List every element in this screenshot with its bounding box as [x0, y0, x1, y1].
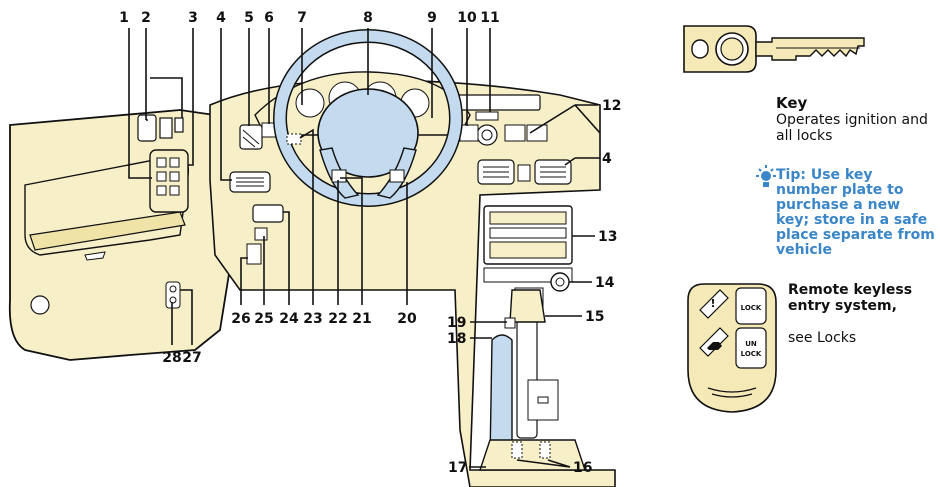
- callout-24: 24: [279, 311, 299, 327]
- lightbulb-icon: [756, 165, 776, 187]
- callout-12: 12: [602, 98, 621, 114]
- callout-4: 4: [216, 10, 226, 26]
- door-panel: [8, 109, 236, 361]
- callout-2: 2: [141, 10, 151, 26]
- callout-4b: 4: [602, 151, 612, 167]
- callout-22: 22: [328, 311, 347, 327]
- remote-heading: Remote keyless entry system,: [788, 282, 913, 314]
- callout-20: 20: [397, 311, 417, 327]
- callout-8: 8: [363, 10, 373, 26]
- callout-9: 9: [427, 10, 437, 26]
- unlock-label-bottom: LOCK: [741, 350, 762, 358]
- callout-18: 18: [447, 331, 466, 347]
- callout-25: 25: [254, 311, 273, 327]
- leader-lines: [128, 28, 601, 468]
- lock-label: LOCK: [741, 304, 762, 312]
- remote-keyfob-icon: ! LOCK UN LOCK: [687, 283, 777, 413]
- callout-15: 15: [585, 309, 604, 325]
- callout-1: 1: [119, 10, 129, 26]
- remote-description: see Locks: [788, 330, 857, 346]
- unlock-label-top: UN: [745, 340, 757, 348]
- callout-3: 3: [188, 10, 198, 26]
- callout-16: 16: [573, 460, 592, 476]
- callout-5: 5: [244, 10, 254, 26]
- callout-26: 26: [231, 311, 250, 327]
- callout-23: 23: [303, 311, 322, 327]
- callout-27: 27: [182, 350, 201, 366]
- callout-17: 17: [448, 460, 467, 476]
- callout-14: 14: [595, 275, 615, 291]
- callout-19: 19: [447, 315, 466, 331]
- callout-11: 11: [480, 10, 499, 26]
- callout-28: 28: [162, 350, 181, 366]
- callout-7: 7: [297, 10, 307, 26]
- tip-text: Tip: Use key number plate to purchase a …: [776, 167, 935, 258]
- callout-10: 10: [457, 10, 477, 26]
- callout-6: 6: [264, 10, 274, 26]
- callout-21: 21: [352, 311, 371, 327]
- panic-label: !: [710, 297, 715, 310]
- callout-numbers: 1 2 3 4 5 6 7 8 9 10 11 12 4 13 14 15 16…: [119, 10, 621, 476]
- key-heading: Key: [776, 94, 808, 112]
- key-icon: [683, 25, 865, 73]
- dashboard-diagram: 1 2 3 4 5 6 7 8 9 10 11 12 4 13 14 15 16…: [8, 10, 621, 487]
- callout-13: 13: [598, 229, 617, 245]
- key-description: Operates ignition and all locks: [776, 112, 928, 144]
